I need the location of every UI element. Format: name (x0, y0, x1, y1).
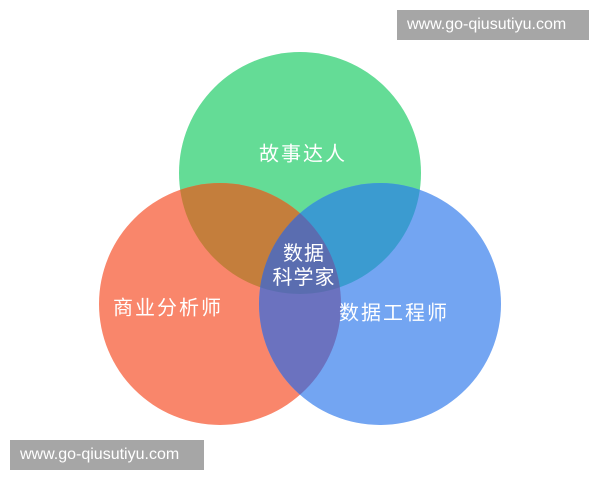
storyteller-label: 故事达人 (259, 141, 347, 166)
watermark-bottom-left: www.go-qiusutiyu.com (10, 440, 204, 470)
business-analyst-label: 商业分析师 (113, 295, 223, 320)
data-scientist-label: 数据 科学家 (273, 241, 336, 289)
data-scientist-line2: 科学家 (272, 265, 336, 289)
watermark-top-right: www.go-qiusutiyu.com (397, 10, 589, 40)
data-engineer-label: 数据工程师 (339, 300, 449, 325)
data-scientist-line1: 数据 (283, 241, 325, 265)
